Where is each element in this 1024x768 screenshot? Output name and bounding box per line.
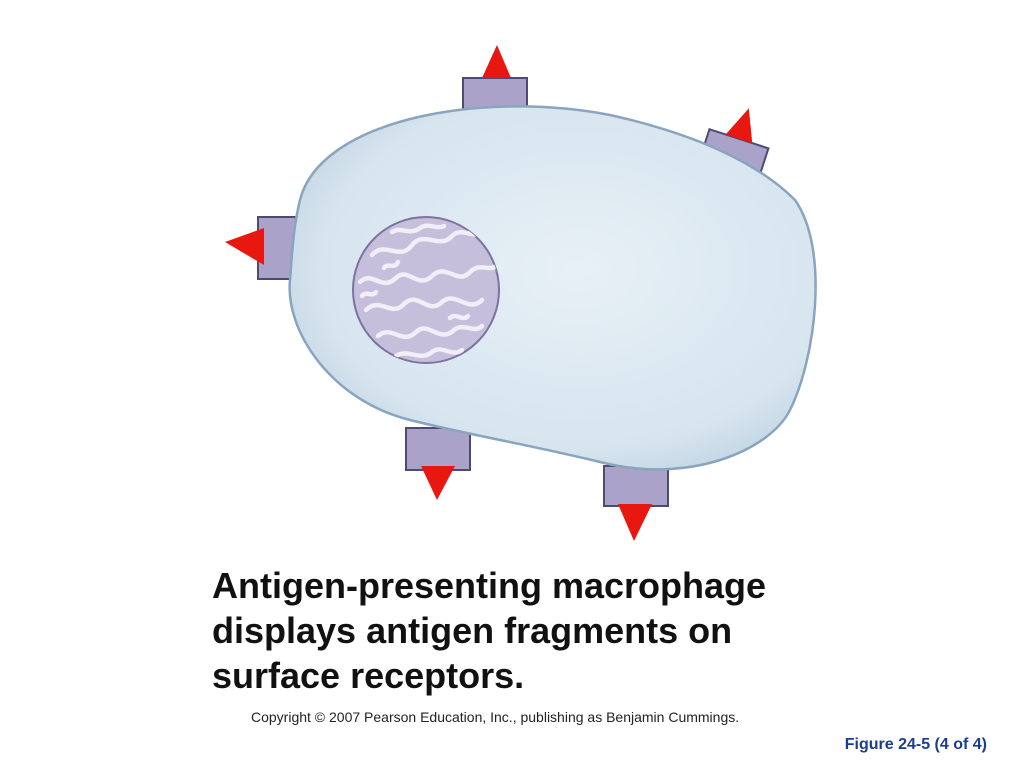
- nucleus-icon: [352, 216, 500, 364]
- macrophage-cell: [288, 105, 817, 471]
- antigen-fragment-top: [482, 45, 511, 78]
- figure-caption: Antigen-presenting macrophage displays a…: [212, 563, 852, 698]
- caption-line-1: Antigen-presenting macrophage: [212, 565, 767, 606]
- caption-line-2: displays antigen fragments on: [212, 610, 733, 651]
- antigen-fragment-bottom-right: [618, 504, 652, 541]
- antigen-fragment-bottom-left: [421, 466, 455, 500]
- copyright-notice: Copyright © 2007 Pearson Education, Inc.…: [251, 709, 740, 725]
- antigen-fragment-top-right: [725, 108, 753, 144]
- figure-number: Figure 24-5 (4 of 4): [844, 736, 987, 753]
- receptor-top: [462, 45, 528, 113]
- macrophage-diagram: [225, 45, 817, 541]
- receptor-bottom-left: [405, 427, 471, 500]
- antigen-fragment-left: [225, 228, 264, 265]
- receptor-bottom-right: [603, 465, 669, 541]
- caption-line-3: surface receptors.: [212, 655, 525, 696]
